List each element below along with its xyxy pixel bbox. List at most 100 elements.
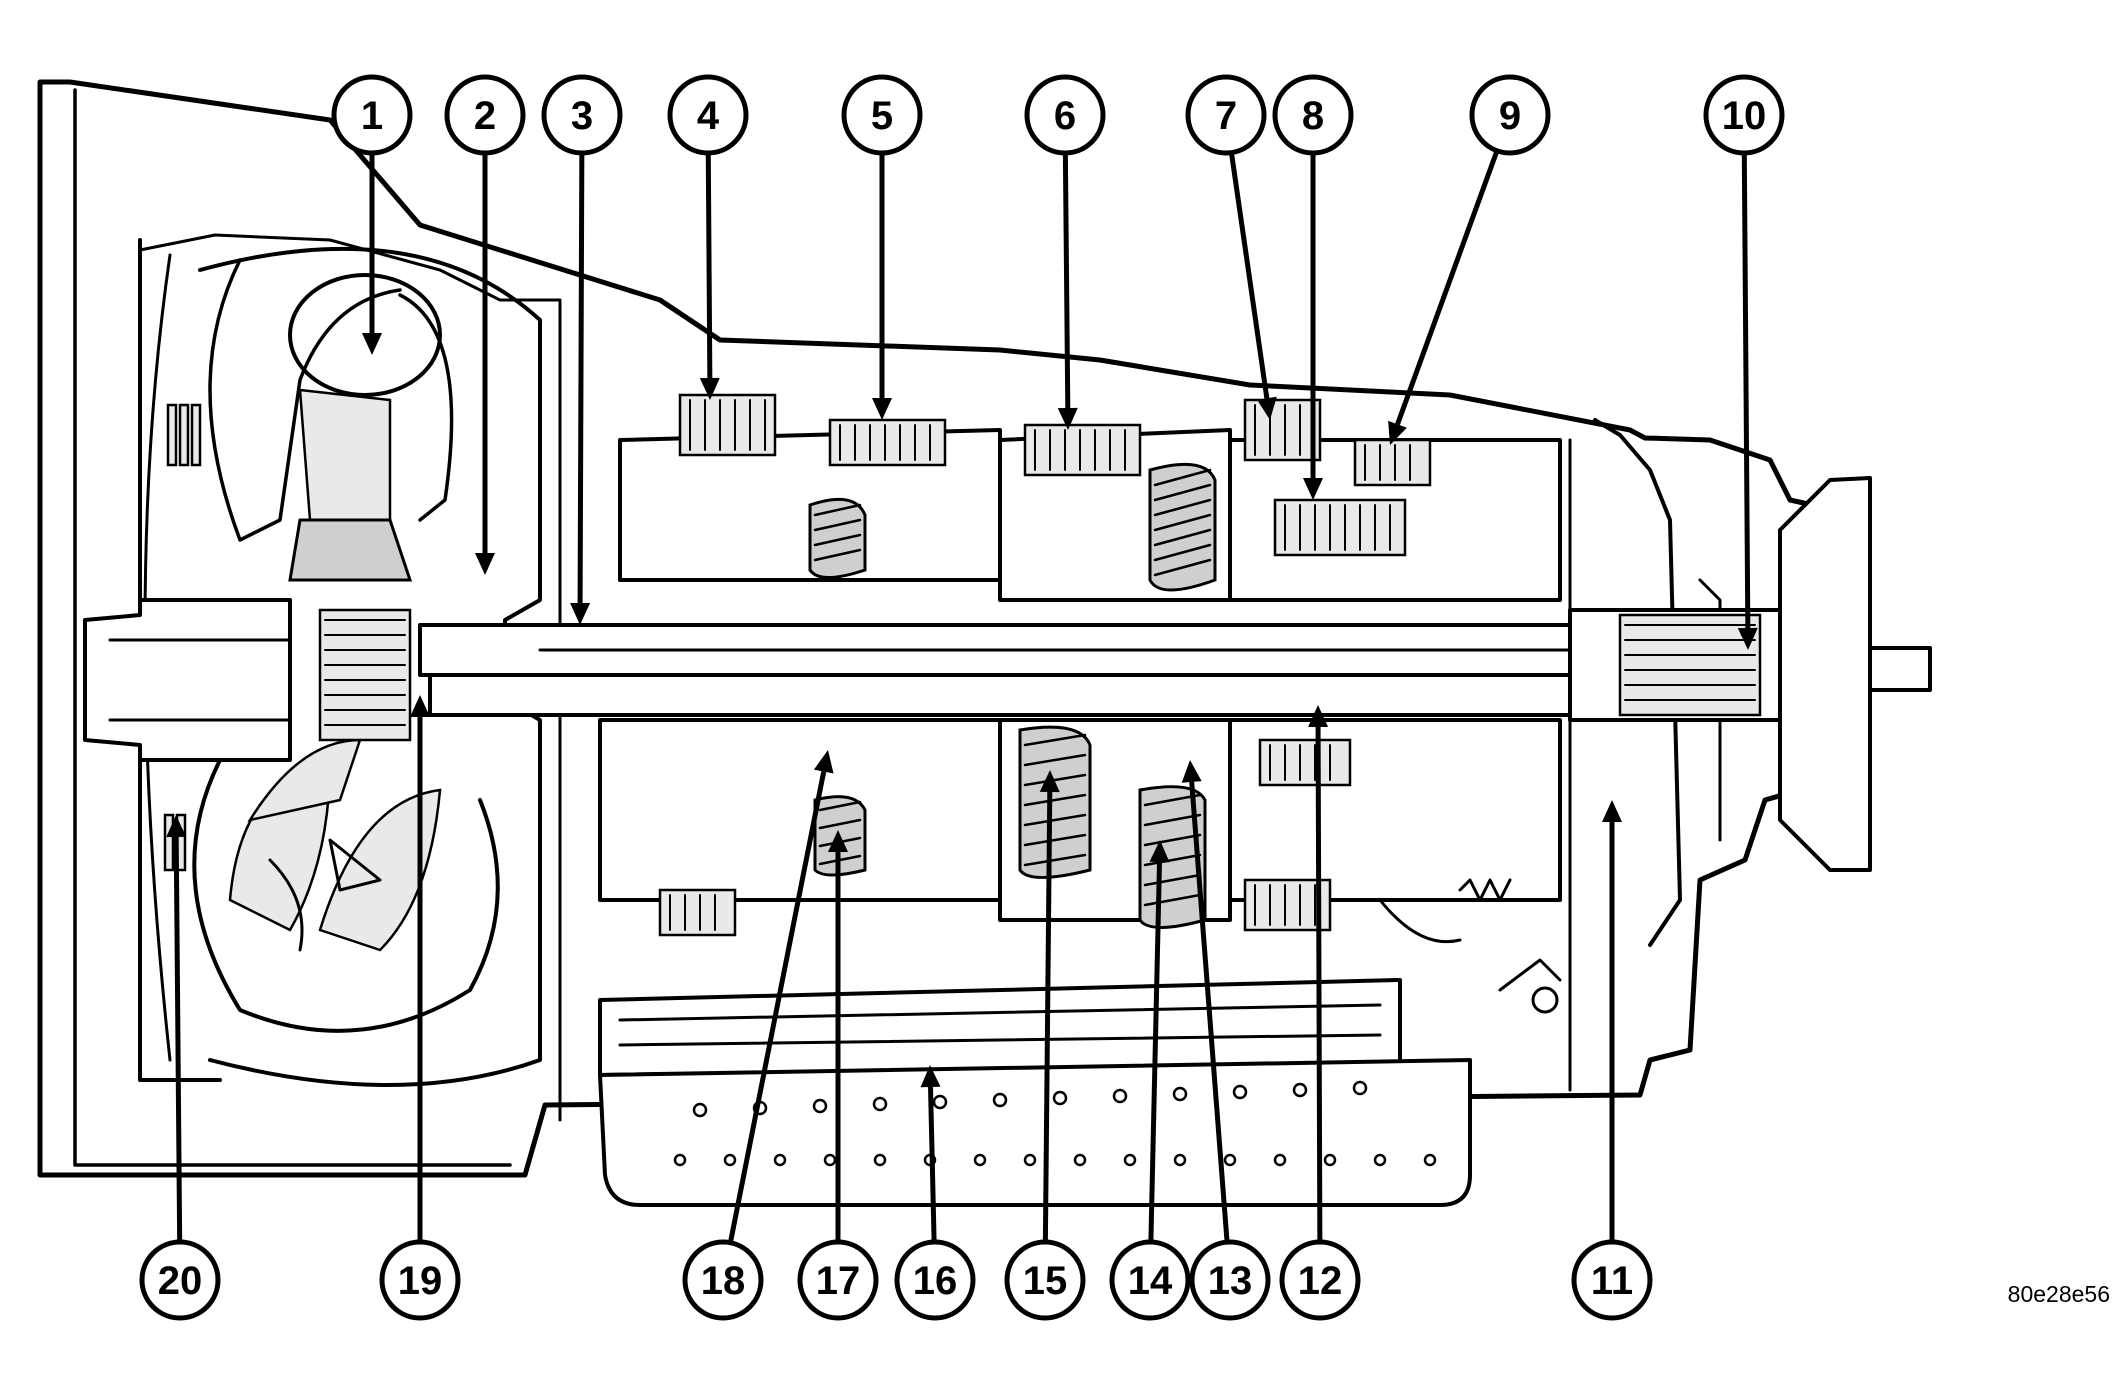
callout-leader-12 (1315, 726, 1323, 1243)
callout-6: 6 (1024, 74, 1106, 156)
callout-leader-7 (1228, 152, 1270, 399)
callout-circle-1 (331, 74, 413, 156)
callout-circle-13 (1189, 1239, 1271, 1321)
callout-number-3: 3 (571, 94, 593, 138)
callout-leader-10 (1741, 152, 1751, 629)
callout-arrowhead-19 (410, 695, 430, 717)
callout-circle-18 (682, 1239, 764, 1321)
torque-converter (138, 238, 542, 1087)
callout-circle-3 (541, 74, 623, 156)
callout-arrowhead-8 (1303, 478, 1323, 500)
callout-20: 20 (139, 1239, 221, 1321)
callout-circle-20 (139, 1239, 221, 1321)
callout-circle-11 (1571, 1239, 1653, 1321)
callout-circle-9 (1469, 74, 1551, 156)
callout-number-10: 10 (1722, 94, 1767, 138)
callout-number-16: 16 (913, 1259, 958, 1303)
callout-8: 8 (1272, 74, 1354, 156)
callout-14: 14 (1109, 1239, 1191, 1321)
callout-number-1: 1 (361, 94, 383, 138)
callout-arrowhead-10 (1737, 627, 1758, 650)
callout-number-18: 18 (701, 1259, 746, 1303)
callout-circle-17 (797, 1239, 879, 1321)
callout-number-6: 6 (1054, 94, 1076, 138)
callout-5: 5 (841, 74, 923, 156)
callout-leader-20 (173, 836, 183, 1243)
callout-arrowhead-16 (920, 1065, 941, 1088)
callout-circle-5 (841, 74, 923, 156)
lower-gearsets (598, 718, 1562, 937)
callout-leader-14 (1148, 861, 1162, 1243)
callout-arrowhead-17 (828, 830, 848, 852)
callout-9: 9 (1469, 74, 1551, 156)
callout-circle-7 (1185, 74, 1267, 156)
callout-arrowhead-9 (1388, 420, 1407, 445)
callout-number-17: 17 (816, 1259, 861, 1303)
callout-4: 4 (667, 74, 749, 156)
callout-leader-3 (577, 152, 585, 604)
callout-leader-9 (1395, 149, 1500, 426)
callout-18: 18 (682, 1239, 764, 1321)
callout-3: 3 (541, 74, 623, 156)
callout-circle-14 (1109, 1239, 1191, 1321)
callout-12: 12 (1279, 1239, 1361, 1321)
callout-leader-15 (1042, 791, 1053, 1243)
callout-arrowhead-20 (166, 815, 187, 838)
callout-arrowhead-1 (362, 333, 382, 355)
callout-circle-8 (1272, 74, 1354, 156)
callout-arrowhead-3 (570, 602, 591, 625)
callout-arrowhead-12 (1308, 705, 1329, 728)
callout-10: 10 (1703, 74, 1785, 156)
callout-circle-2 (444, 74, 526, 156)
callout-arrowhead-11 (1602, 800, 1622, 822)
callout-number-14: 14 (1128, 1259, 1173, 1303)
callout-arrowhead-2 (475, 553, 495, 575)
callout-number-9: 9 (1499, 94, 1521, 138)
callout-number-4: 4 (697, 94, 720, 138)
callout-7: 7 (1185, 74, 1267, 156)
callout-circle-10 (1703, 74, 1785, 156)
callout-16: 16 (894, 1239, 976, 1321)
callout-19: 19 (379, 1239, 461, 1321)
callout-13: 13 (1189, 1239, 1271, 1321)
front-pump (83, 598, 412, 762)
callout-2: 2 (444, 74, 526, 156)
callout-1: 1 (331, 74, 413, 156)
callout-17: 17 (797, 1239, 879, 1321)
callout-arrowhead-7 (1256, 396, 1277, 420)
callout-15: 15 (1004, 1239, 1086, 1321)
callout-11: 11 (1571, 1239, 1653, 1321)
callout-arrowhead-18 (813, 750, 834, 774)
callout-number-11: 11 (1591, 1259, 1633, 1303)
callout-number-15: 15 (1023, 1259, 1068, 1303)
callout-number-13: 13 (1208, 1259, 1253, 1303)
callout-circle-6 (1024, 74, 1106, 156)
callout-leader-16 (928, 1086, 937, 1243)
callout-leader-13 (1189, 781, 1230, 1243)
callout-circle-15 (1004, 1239, 1086, 1321)
callout-arrowhead-4 (699, 377, 720, 400)
callout-number-19: 19 (398, 1259, 443, 1303)
callout-circle-12 (1279, 1239, 1361, 1321)
callout-circle-4 (667, 74, 749, 156)
callout-number-8: 8 (1302, 94, 1324, 138)
callout-number-7: 7 (1215, 94, 1237, 138)
callout-arrowhead-14 (1149, 840, 1170, 863)
callout-arrowhead-6 (1057, 407, 1078, 430)
valve-body-and-pan (598, 898, 1562, 1207)
callout-number-2: 2 (474, 94, 496, 138)
figure-reference-code: 80e28e56 (2008, 1281, 2110, 1307)
callout-leader-18 (727, 771, 827, 1244)
callout-number-5: 5 (871, 94, 893, 138)
callout-leader-4 (705, 152, 713, 379)
callout-number-20: 20 (158, 1259, 203, 1303)
callout-number-12: 12 (1298, 1259, 1343, 1303)
main-shaft (418, 476, 1932, 872)
callout-arrowhead-5 (872, 398, 892, 420)
callout-circle-16 (894, 1239, 976, 1321)
callout-arrowhead-15 (1039, 770, 1060, 793)
callout-circle-19 (379, 1239, 461, 1321)
